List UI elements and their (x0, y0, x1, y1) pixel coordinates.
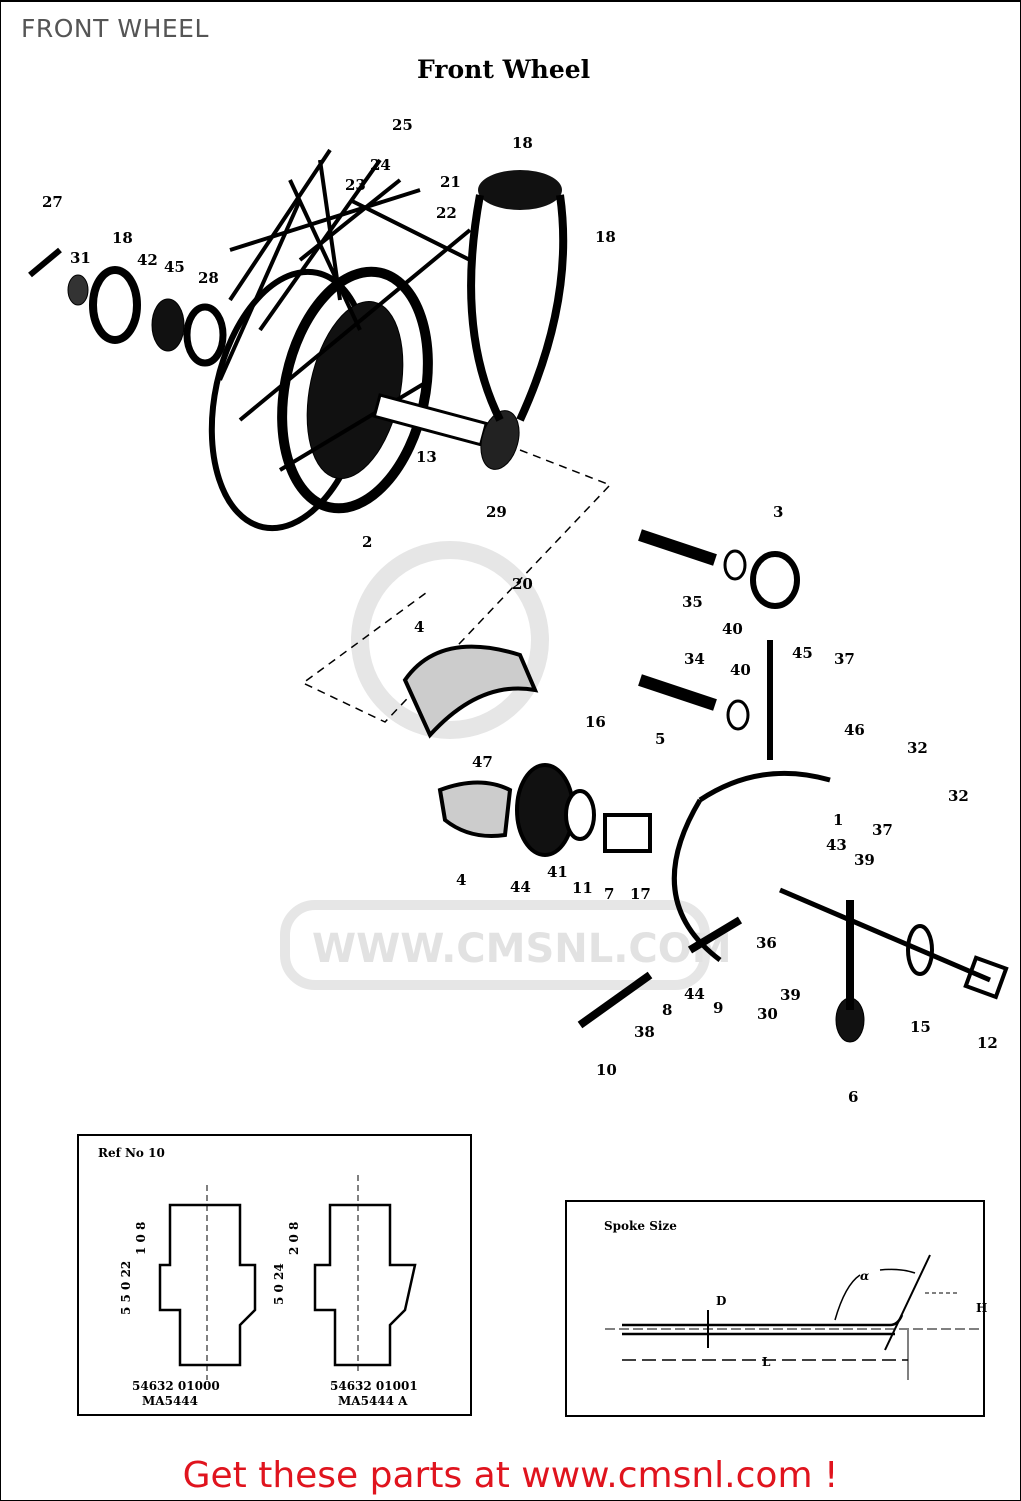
part-label: 38 (634, 1023, 655, 1041)
part-label: 45 (164, 258, 185, 276)
part-label: 39 (854, 851, 875, 869)
diagram-title: Front Wheel (417, 55, 591, 84)
part-label: 5 (655, 730, 665, 748)
part-label: 29 (486, 503, 507, 521)
part-label: 34 (684, 650, 705, 668)
brake-shoes (402, 644, 652, 857)
part-label: 15 (910, 1018, 931, 1036)
part-label: 18 (112, 229, 133, 247)
part-label: 35 (682, 593, 703, 611)
spoke-height-label: H (976, 1301, 987, 1315)
assembly-guide-line (301, 449, 612, 723)
dim-label: 5 5 0 22 (119, 1261, 133, 1315)
part-label: 30 (757, 1005, 778, 1023)
part-label: 21 (440, 173, 461, 191)
part-label: 40 (730, 661, 751, 679)
inset-spoke-title: Spoke Size (604, 1219, 677, 1233)
dim-label: 5 0 24 (272, 1263, 286, 1305)
part-label: 44 (510, 878, 531, 896)
part-label: 6 (848, 1088, 858, 1106)
dim-label: 1 0 8 (134, 1222, 148, 1255)
spoke-length-label: L (762, 1355, 771, 1369)
part-label: 45 (792, 644, 813, 662)
part-label: 13 (416, 448, 437, 466)
spoke (218, 199, 302, 381)
spoke (278, 378, 432, 472)
watermark: WWW.CMSNL.COM (280, 541, 732, 990)
part-label: 37 (872, 821, 893, 839)
spoke-diameter-label: D (716, 1294, 726, 1308)
part-label: 43 (826, 836, 847, 854)
part-label: 36 (756, 934, 777, 952)
model-number: MA5444 A (338, 1394, 408, 1408)
part-label: 2 (362, 533, 372, 551)
tire (467, 170, 568, 422)
spoke (229, 188, 421, 252)
part-label: 44 (684, 985, 705, 1003)
part-label: 23 (345, 176, 366, 194)
part-label: 18 (512, 134, 533, 152)
part-label: 42 (137, 251, 158, 269)
footer-link[interactable]: Get these parts at www.cmsnl.com ! (182, 1455, 839, 1496)
part-label: 40 (722, 620, 743, 638)
part-label: 11 (572, 879, 593, 897)
axle-left-parts (28, 247, 227, 367)
part-label: 32 (907, 739, 928, 757)
part-label: 10 (596, 1061, 617, 1079)
brake-panel (577, 529, 1009, 1043)
part-label: 47 (472, 753, 493, 771)
watermark-text: WWW.CMSNL.COM (312, 926, 732, 972)
part-label: 20 (512, 575, 533, 593)
part-label: 37 (834, 650, 855, 668)
part-label: 16 (585, 713, 606, 731)
part-label: 4 (456, 871, 466, 889)
spoke-angle-label: α (860, 1269, 869, 1283)
part-label: 1 (833, 811, 843, 829)
part-label: 3 (773, 503, 783, 521)
dim-label: 2 0 8 (287, 1222, 301, 1255)
part-label: 12 (977, 1034, 998, 1052)
model-number: MA5444 (142, 1394, 198, 1408)
spoke (298, 178, 402, 262)
spoke (288, 179, 362, 331)
part-label: 28 (198, 269, 219, 287)
part-label: 17 (630, 885, 651, 903)
part-label: 27 (42, 193, 63, 211)
part-label: 24 (370, 156, 391, 174)
part-number: 54632 01001 (330, 1379, 418, 1393)
part-label: 32 (948, 787, 969, 805)
wheel-hub-assembly (208, 148, 520, 532)
part-label: 31 (70, 249, 91, 267)
part-label: 25 (392, 116, 413, 134)
part-label: 8 (662, 1001, 672, 1019)
spoke (238, 228, 472, 422)
inset-spoke-box: Spoke Size D α H L (565, 1200, 987, 1417)
inset-ref-box: Ref No 10 1 0 8 5 5 0 22 2 0 8 5 0 24 54… (77, 1134, 472, 1416)
part-label: 4 (414, 618, 424, 636)
spoke (349, 198, 471, 262)
page-title: FRONT WHEEL (21, 14, 209, 43)
part-label: 7 (604, 885, 614, 903)
spoke (318, 159, 342, 301)
spoke (228, 148, 332, 302)
part-label: 41 (547, 863, 568, 881)
part-label: 46 (844, 721, 865, 739)
part-label: 9 (713, 999, 723, 1017)
part-label: 18 (595, 228, 616, 246)
part-label: 22 (436, 204, 457, 222)
part-label: 39 (780, 986, 801, 1004)
inset-ref-title: Ref No 10 (98, 1146, 165, 1160)
part-number: 54632 01000 (132, 1379, 220, 1393)
